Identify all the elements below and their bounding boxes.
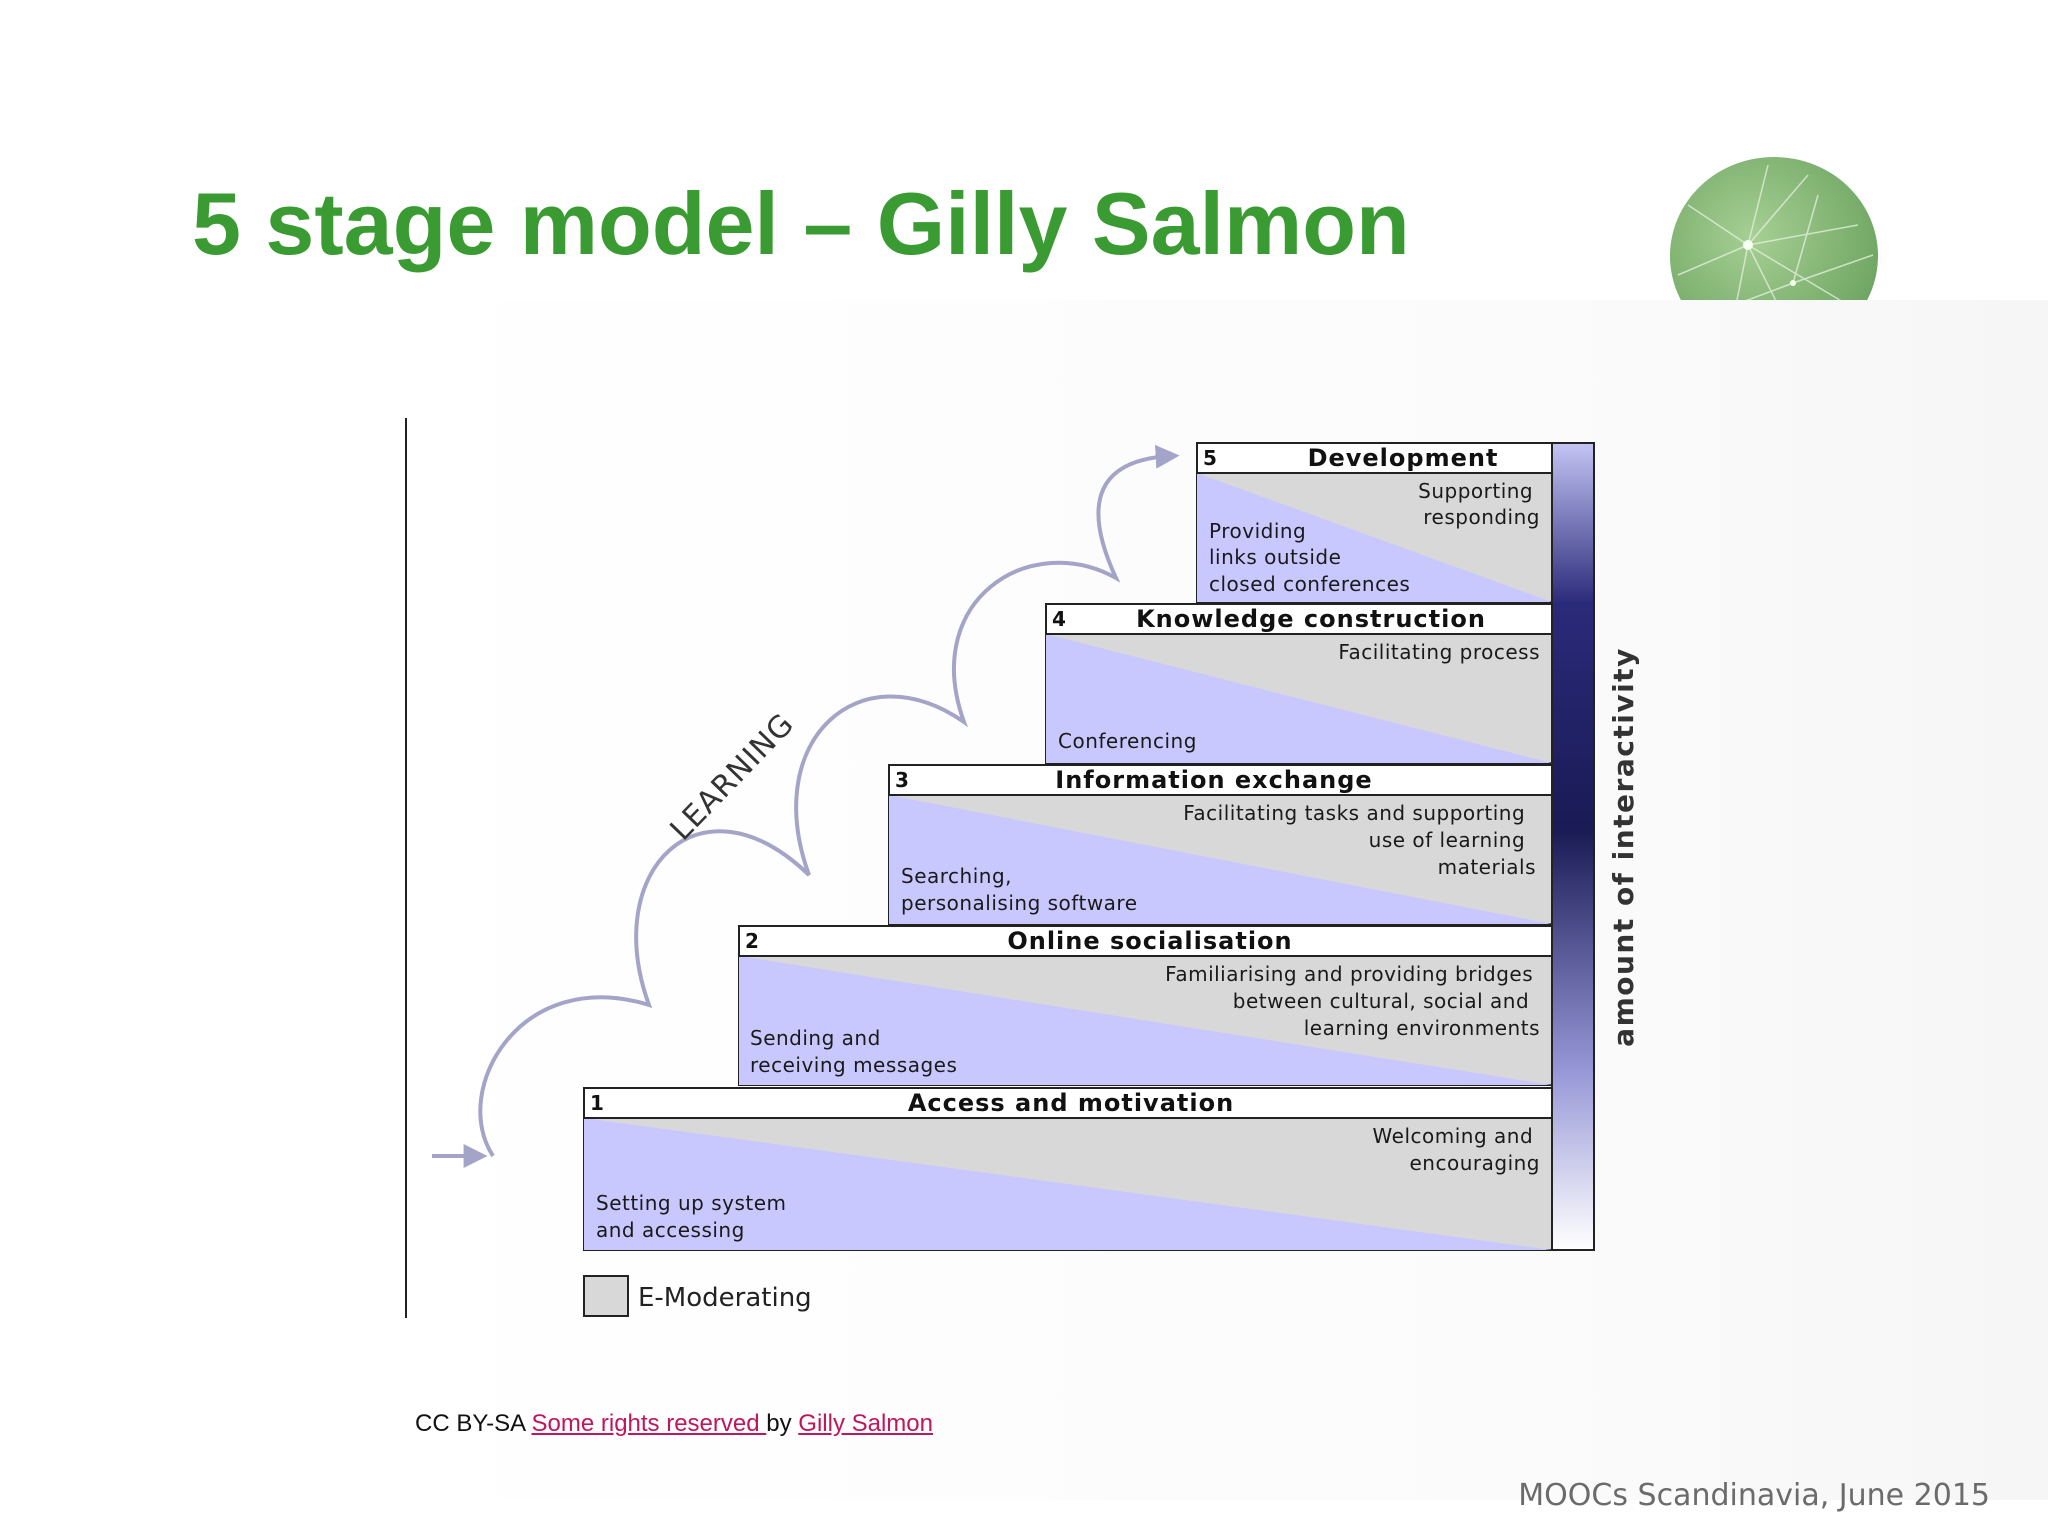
stage-learning-text: Setting up system and accessing — [596, 1191, 793, 1242]
text-line: receiving messages — [750, 1053, 957, 1077]
credit-middle: by — [766, 1410, 799, 1437]
stage-2-learning-area — [739, 956, 1552, 1085]
text-line: Welcoming and — [1373, 1124, 1534, 1148]
interactivity-bar — [1551, 442, 1595, 1251]
text-line: Sending and — [750, 1026, 881, 1050]
text-line: Searching, — [901, 864, 1012, 888]
text-line: between cultural, social and — [1233, 989, 1529, 1013]
stage-5: 5 Development Supporting responding Prov… — [1196, 442, 1553, 603]
stage-4-learning-area — [1046, 634, 1552, 763]
stage-1: 1 Access and motivation Welcoming and en… — [583, 1087, 1553, 1251]
stage-learning-text: Sending and receiving messages — [750, 1026, 957, 1077]
stage-5-learning-area — [1197, 473, 1552, 602]
text-line: personalising software — [901, 891, 1138, 915]
text-line: materials — [1438, 855, 1536, 879]
credit-prefix: CC BY-SA — [415, 1410, 532, 1437]
stage-title: Development — [1308, 444, 1499, 472]
text-line: Conferencing — [1058, 729, 1197, 753]
author-link[interactable]: Gilly Salmon — [798, 1410, 933, 1437]
text-line: Facilitating process — [1338, 640, 1540, 664]
stage-title: Online socialisation — [1007, 927, 1292, 955]
text-line: responding — [1423, 505, 1540, 529]
stage-title: Information exchange — [1055, 766, 1372, 794]
text-line: encouraging — [1410, 1151, 1541, 1175]
stage-moderating-text: Welcoming and encouraging — [1373, 1124, 1540, 1175]
stage-number: 1 — [590, 1091, 604, 1115]
stage-1-learning-area — [584, 1118, 1552, 1250]
stage-learning-text: Searching, personalising software — [901, 864, 1138, 915]
interactivity-axis-label: amount of interactivity — [1607, 647, 1640, 1047]
text-line: links outside — [1209, 545, 1341, 569]
stage-learning-text: Conferencing — [1058, 729, 1197, 753]
stage-3: 3 Information exchange Facilitating task… — [888, 764, 1553, 925]
credit-line: CC BY-SA Some rights reserved by Gilly S… — [415, 1410, 933, 1438]
stage-title: Knowledge construction — [1136, 605, 1486, 633]
slide-title: 5 stage model – Gilly Salmon — [192, 174, 1410, 273]
text-line: and accessing — [596, 1218, 745, 1242]
text-line: Providing — [1209, 519, 1306, 543]
stage-3-learning-area — [889, 795, 1552, 924]
stage-title: Access and motivation — [908, 1089, 1234, 1117]
text-line: learning environments — [1304, 1016, 1540, 1040]
stage-number: 2 — [745, 929, 759, 953]
legend-swatch — [583, 1275, 629, 1317]
stage-2: 2 Online socialisation Familiarising and… — [738, 925, 1553, 1086]
learning-label: LEARNING — [664, 707, 802, 848]
text-line: Supporting — [1418, 479, 1533, 503]
legend-label: E-Moderating — [638, 1283, 812, 1313]
stage-moderating-text: Supporting responding — [1418, 479, 1540, 529]
stage-moderating-text: Familiarising and providing bridges betw… — [1165, 962, 1540, 1040]
stage-number: 4 — [1052, 607, 1066, 631]
stage-learning-text: Providing links outside closed conferenc… — [1209, 519, 1410, 596]
stage-number: 3 — [895, 768, 909, 792]
text-line: Facilitating tasks and supporting — [1183, 801, 1525, 825]
text-line: use of learning — [1369, 828, 1525, 852]
stage-number: 5 — [1203, 446, 1217, 470]
rights-link[interactable]: Some rights reserved — [531, 1410, 767, 1437]
stage-4: 4 Knowledge construction Facilitating pr… — [1045, 603, 1553, 764]
learning-arrow — [478, 444, 1180, 1158]
text-line: closed conferences — [1209, 572, 1410, 596]
slide-footer: MOOCs Scandinavia, June 2015 — [1518, 1478, 1990, 1513]
stage-moderating-text: Facilitating tasks and supporting use of… — [1183, 801, 1536, 879]
text-line: Setting up system — [596, 1191, 787, 1215]
stage-moderating-text: Facilitating process — [1338, 640, 1540, 664]
text-line: Familiarising and providing bridges — [1165, 962, 1533, 986]
